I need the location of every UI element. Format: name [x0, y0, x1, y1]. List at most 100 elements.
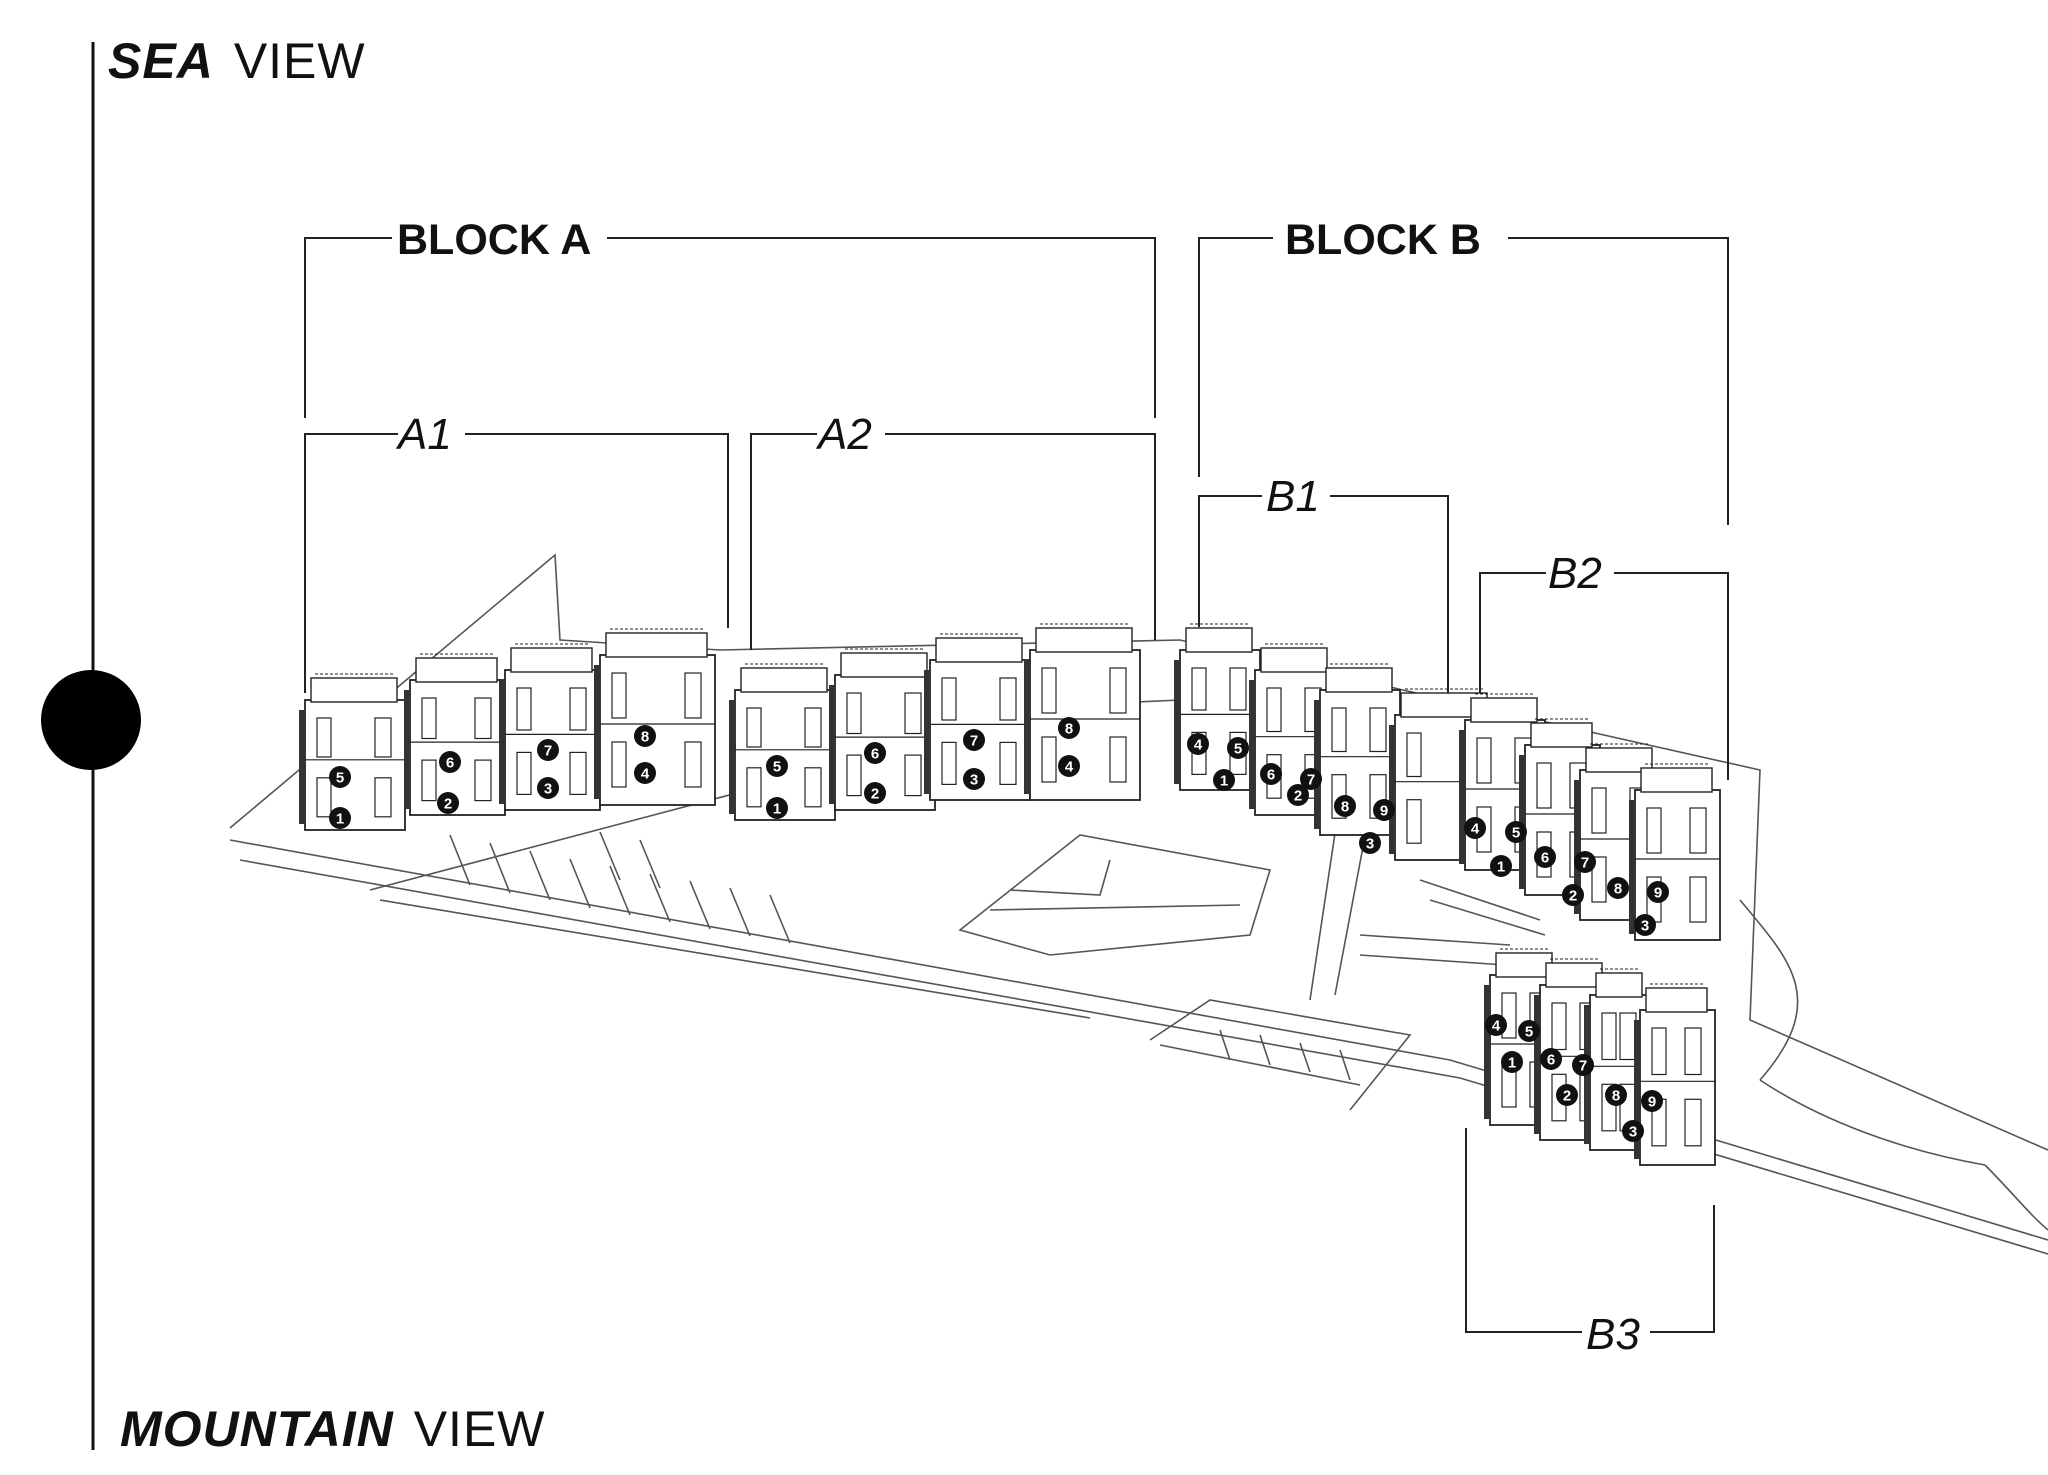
- a1-unit-marker-1: 1: [329, 807, 351, 829]
- a2-unit-number: 5: [773, 759, 781, 776]
- b3-unit-number: 7: [1579, 1058, 1587, 1075]
- building: [404, 653, 506, 816]
- b3-unit-marker-1: 1: [1501, 1051, 1523, 1073]
- building: [299, 673, 406, 831]
- a2-unit-marker-4: 4: [1058, 755, 1080, 777]
- b3-unit-number: 4: [1492, 1018, 1501, 1035]
- a2-unit-marker-7: 7: [963, 729, 985, 751]
- a2-unit-marker-8: 8: [1058, 717, 1080, 739]
- sea-view-strong: SEA: [108, 33, 214, 89]
- b3-unit-marker-7: 7: [1572, 1054, 1594, 1076]
- view-axis-position-dot: [41, 670, 141, 770]
- b1-unit-number: 2: [1294, 788, 1302, 805]
- b3-unit-marker-6: 6: [1540, 1048, 1562, 1070]
- b3-unit-marker-4: 4: [1485, 1014, 1507, 1036]
- a1-unit-marker-4: 4: [634, 762, 656, 784]
- sea-view-light: VIEW: [233, 33, 366, 89]
- b2-unit-marker-4: 4: [1464, 817, 1486, 839]
- block-brackets: [304, 237, 1729, 1333]
- a1-unit-marker-8: 8: [634, 725, 656, 747]
- block-a-bracket: [304, 237, 1156, 418]
- b1-unit-marker-7: 7: [1300, 768, 1322, 790]
- b1-unit-number: 3: [1366, 836, 1374, 853]
- block-b-label: BLOCK B: [1285, 216, 1481, 264]
- a2-unit-number: 2: [871, 786, 879, 803]
- b3-unit-number: 6: [1547, 1052, 1555, 1069]
- b1-unit-marker-5: 5: [1227, 737, 1249, 759]
- a1-label: A1: [395, 410, 452, 459]
- b3-unit-marker-2: 2: [1556, 1084, 1578, 1106]
- building: [1024, 623, 1141, 801]
- a1-unit-marker-7: 7: [537, 739, 559, 761]
- a2-bracket: [750, 433, 1156, 650]
- building: [829, 648, 936, 811]
- b2-unit-marker-3: 3: [1634, 914, 1656, 936]
- b1-unit-marker-1: 1: [1213, 769, 1235, 791]
- building: [1174, 623, 1261, 791]
- b3-unit-number: 9: [1648, 1094, 1656, 1111]
- a1-bracket: [304, 433, 729, 693]
- b1-unit-marker-9: 9: [1373, 799, 1395, 821]
- a2-unit-number: 3: [970, 772, 978, 789]
- b3-bracket: [1465, 1128, 1715, 1333]
- a2-unit-number: 6: [871, 746, 879, 763]
- b1-unit-number: 7: [1307, 772, 1315, 789]
- a1-unit-number: 2: [444, 796, 452, 813]
- b2-unit-marker-6: 6: [1534, 846, 1556, 868]
- b2-unit-number: 5: [1512, 825, 1520, 842]
- b2-bracket: [1479, 572, 1729, 780]
- b3-unit-marker-5: 5: [1518, 1020, 1540, 1042]
- b2-unit-marker-1: 1: [1490, 855, 1512, 877]
- mountain-view-light: VIEW: [413, 1401, 546, 1457]
- b3-unit-marker-9: 9: [1641, 1090, 1663, 1112]
- a2-unit-marker-1: 1: [766, 797, 788, 819]
- a1-unit-number: 7: [544, 743, 552, 760]
- building: [1629, 763, 1721, 941]
- a1-unit-number: 8: [641, 729, 649, 746]
- b2-unit-number: 8: [1614, 881, 1622, 898]
- b1-unit-marker-3: 3: [1359, 832, 1381, 854]
- b1-unit-number: 6: [1267, 767, 1275, 784]
- b1-unit-number: 8: [1341, 799, 1349, 816]
- a1-unit-number: 5: [336, 770, 344, 787]
- b2-unit-marker-7: 7: [1574, 851, 1596, 873]
- b1-label: B1: [1266, 472, 1320, 521]
- b3-unit-marker-8: 8: [1605, 1084, 1627, 1106]
- b3-unit-number: 8: [1612, 1088, 1620, 1105]
- b1-bracket: [1198, 495, 1449, 703]
- block-a-label: BLOCK A: [397, 216, 591, 264]
- b3-unit-marker-3: 3: [1622, 1120, 1644, 1142]
- b2-unit-number: 1: [1497, 859, 1505, 876]
- b1-unit-marker-2: 2: [1287, 784, 1309, 806]
- b3-label: B3: [1586, 1310, 1640, 1359]
- a2-unit-marker-2: 2: [864, 782, 886, 804]
- b2-unit-marker-5: 5: [1505, 821, 1527, 843]
- sea-view-label: SEA VIEW: [108, 32, 366, 90]
- b2-unit-marker-8: 8: [1607, 877, 1629, 899]
- b3-unit-number: 1: [1508, 1055, 1516, 1072]
- a1-unit-marker-5: 5: [329, 766, 351, 788]
- block-b-bracket: [1198, 237, 1729, 525]
- building: [1634, 983, 1716, 1166]
- b3-unit-number: 3: [1629, 1124, 1637, 1141]
- b1-unit-number: 5: [1234, 741, 1242, 758]
- b1-unit-marker-4: 4: [1187, 733, 1209, 755]
- a1-unit-marker-2: 2: [437, 792, 459, 814]
- b2-label: B2: [1548, 549, 1602, 598]
- a1-unit-marker-3: 3: [537, 777, 559, 799]
- building: [594, 628, 716, 806]
- buildings: [299, 623, 1721, 1166]
- building: [729, 663, 836, 821]
- a2-unit-number: 4: [1065, 759, 1074, 776]
- b2-unit-number: 2: [1569, 888, 1577, 905]
- b2-unit-number: 6: [1541, 850, 1549, 867]
- a2-label: A2: [815, 410, 872, 459]
- b2-unit-number: 9: [1654, 885, 1662, 902]
- b1-unit-marker-8: 8: [1334, 795, 1356, 817]
- a2-unit-marker-5: 5: [766, 755, 788, 777]
- a1-unit-number: 1: [336, 811, 344, 828]
